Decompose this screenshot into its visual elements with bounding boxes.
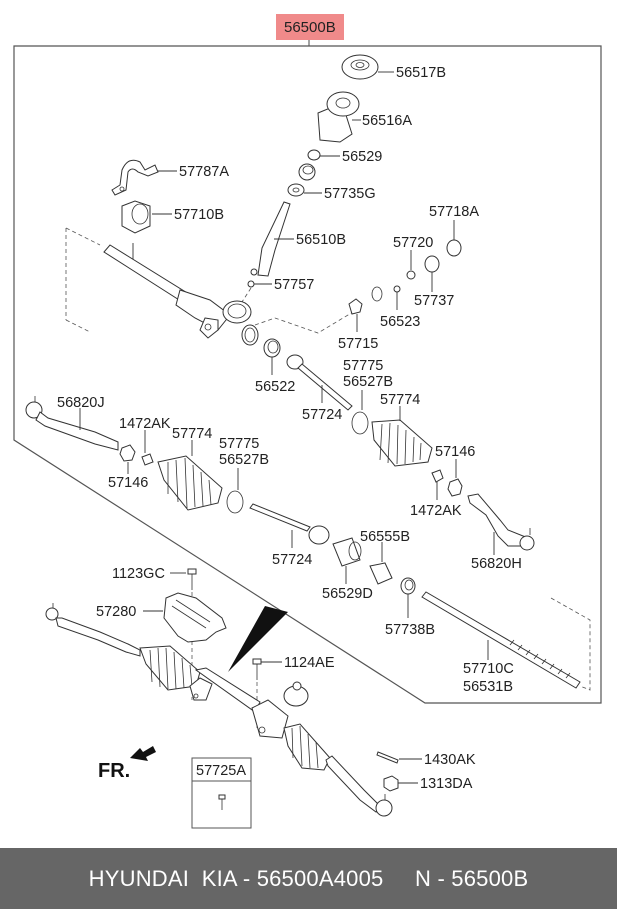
front-direction-label: FR.: [98, 760, 130, 782]
part-56529-icon: [307, 149, 321, 161]
part-clamp-right-icon: [351, 411, 369, 435]
label-56516A: 56516A: [362, 113, 412, 129]
part-o-ring-icon: [371, 286, 383, 302]
part-57146-right-icon: [447, 478, 463, 497]
label-56820H: 56820H: [471, 556, 522, 572]
label-57710C: 57710C: [463, 661, 514, 677]
label-57715: 57715: [338, 336, 378, 352]
label-57724-left: 57724: [272, 552, 312, 568]
part-56516A-icon: [317, 91, 360, 143]
part-57725A-box: 57725A: [191, 757, 252, 829]
part-57718A-icon: [446, 239, 462, 257]
part-57280-icon: [163, 592, 227, 643]
part-clamp-left-icon: [226, 490, 244, 514]
part-57738B-icon: [400, 577, 416, 595]
part-1472AK-right-icon: [431, 469, 444, 483]
label-57735G: 57735G: [324, 186, 376, 202]
label-57775-left: 57775: [219, 436, 259, 452]
part-57720-icon: [406, 270, 416, 280]
label-57725A: 57725A: [196, 763, 246, 779]
label-56517B: 56517B: [396, 65, 446, 81]
label-56522: 56522: [255, 379, 295, 395]
label-57774-right: 57774: [380, 392, 420, 408]
label-56523: 56523: [380, 314, 420, 330]
label-56555B: 56555B: [360, 529, 410, 545]
assembly-frame: [13, 45, 602, 704]
part-57724-left-icon: [249, 503, 330, 545]
label-57787A: 57787A: [179, 164, 229, 180]
label-1430AK: 1430AK: [424, 752, 476, 768]
label-56531B: 56531B: [463, 679, 513, 695]
footer-text: HYUNDAI KIA - 56500A4005 N - 56500B: [88, 865, 529, 891]
part-57774-right-boot-icon: [371, 419, 433, 467]
label-1472AK-left: 1472AK: [119, 416, 171, 432]
title-part-badge: [276, 14, 344, 40]
part-56529D-icon: [332, 537, 362, 567]
part-57724-right-icon: [286, 354, 353, 411]
label-57710B: 57710B: [174, 207, 224, 223]
part-1472AK-left-icon: [141, 453, 154, 466]
label-1313DA: 1313DA: [420, 776, 473, 792]
label-1124AE: 1124AE: [284, 655, 335, 671]
part-56517B-icon: [341, 54, 379, 80]
label-57720: 57720: [393, 235, 433, 251]
part-1124AE-icon: [252, 658, 262, 680]
part-57757-icon: [247, 280, 255, 288]
steering-gear-exploded-diagram: 56500B 56517B 56516A 56529 57735G 57787A: [13, 14, 602, 829]
label-56529: 56529: [342, 149, 382, 165]
label-56529D: 56529D: [322, 586, 373, 602]
label-57146-right: 57146: [435, 444, 475, 460]
label-57775-right: 57775: [343, 358, 383, 374]
part-57737-icon: [424, 255, 440, 273]
label-57718A: 57718A: [429, 204, 479, 220]
label-1123GC: 1123GC: [112, 566, 165, 582]
part-57787A-icon: [111, 159, 159, 196]
label-1472AK-right: 1472AK: [410, 503, 462, 519]
label-56527B-right: 56527B: [343, 374, 393, 390]
part-1313DA-icon: [383, 775, 399, 792]
label-57738B: 57738B: [385, 622, 435, 638]
front-arrow-icon: [130, 746, 156, 761]
label-57724-right: 57724: [302, 407, 342, 423]
title-part-number: 56500B: [284, 19, 336, 36]
part-57774-left-boot-icon: [157, 455, 223, 511]
label-57737: 57737: [414, 293, 454, 309]
part-57735G-icon: [287, 183, 305, 197]
label-57146-left: 57146: [108, 475, 148, 491]
part-bearing-icon: [298, 163, 316, 181]
label-56510B: 56510B: [296, 232, 346, 248]
part-57715-icon: [348, 298, 363, 315]
part-1123GC-icon: [187, 568, 197, 590]
part-rack-housing-icon: [103, 244, 259, 346]
part-56522-icon: [263, 338, 281, 358]
part-56523-icon: [393, 285, 401, 293]
part-57710B-icon: [121, 200, 151, 234]
label-57280: 57280: [96, 604, 136, 620]
label-56527B-left: 56527B: [219, 452, 269, 468]
part-1430AK-icon: [376, 751, 399, 764]
label-57757: 57757: [274, 277, 314, 293]
part-57146-left-icon: [119, 444, 136, 462]
part-number-footer: HYUNDAI KIA - 56500A4005 N - 56500B: [0, 848, 617, 909]
part-56555B-icon: [369, 562, 393, 585]
assembled-steering-gear-icon: [45, 603, 393, 817]
part-56820H-icon: [467, 493, 535, 551]
label-56820J: 56820J: [57, 395, 105, 411]
part-56820J-icon: [25, 396, 119, 451]
direction-wedge-icon: [228, 606, 288, 672]
part-57710C-rack-icon: [421, 591, 581, 689]
label-57774-left: 57774: [172, 426, 212, 442]
